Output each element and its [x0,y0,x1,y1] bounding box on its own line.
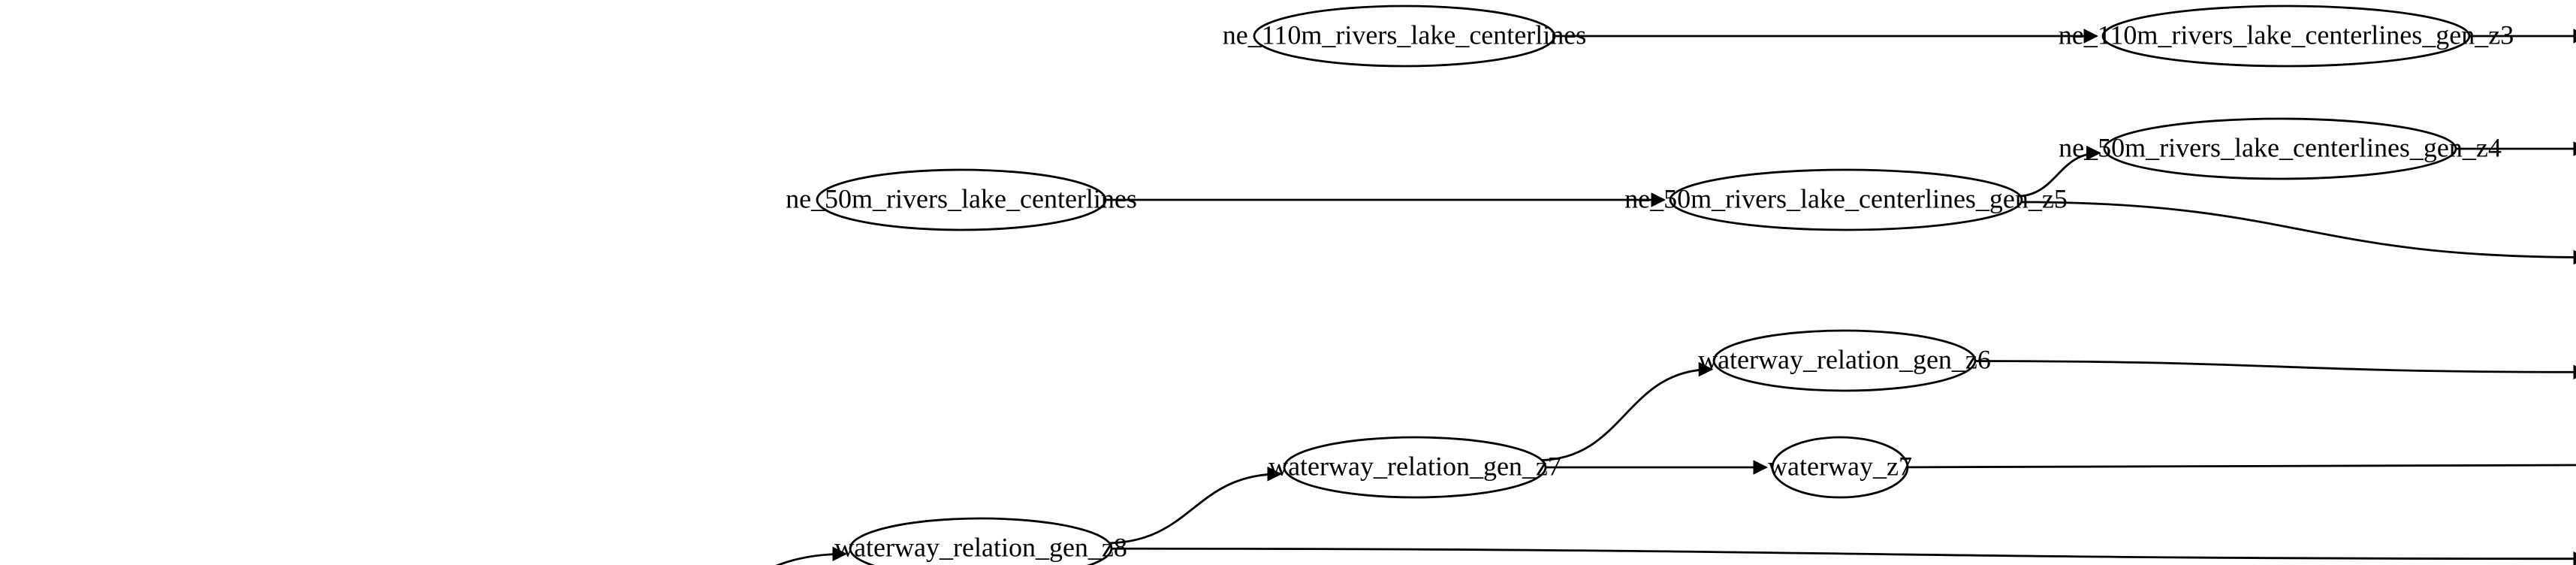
graph-node-waterway_relation_gen_z6[interactable]: waterway_relation_gen_z6 [1698,329,1991,392]
graph-node-ne_50m_rivers_lake_centerlines[interactable]: ne_50m_rivers_lake_centerlines [786,168,1137,231]
graph-node-waterway_z7[interactable]: waterway_z7 [1768,436,1912,499]
node-ellipse [816,168,1107,231]
graph-node-ne_50m_rivers_lake_centerlines_gen_z5[interactable]: ne_50m_rivers_lake_centerlines_gen_z5 [1624,168,2068,231]
node-ellipse [1771,436,1909,499]
node-ellipse [1253,5,1556,68]
graph-edge [2015,145,2101,198]
graph-edge [1105,467,1283,545]
node-label: waterway_relation_gen_z7 [1268,451,1561,481]
graph-edge [1537,361,1714,462]
graph-node-ne_50m_rivers_lake_centerlines_gen_z4[interactable]: ne_50m_rivers_lake_centerlines_gen_z4 [2059,117,2502,180]
node-label: waterway_relation_gen_z6 [1698,344,1991,374]
node-ellipse [2103,117,2457,180]
node-label: ne_110m_rivers_lake_centerlines_gen_z3 [2059,20,2514,50]
graph-edge [775,546,848,565]
node-ellipse [1712,329,1977,392]
graph-node-ne_110m_rivers_lake_centerlines[interactable]: ne_110m_rivers_lake_centerlines [1223,5,1587,68]
node-label: ne_50m_rivers_lake_centerlines_gen_z5 [1624,183,2068,213]
node-ellipse [2101,5,2471,68]
graph-node-waterway_relation_gen_z7[interactable]: waterway_relation_gen_z7 [1268,436,1561,499]
graph-node-waterway_relation_gen_z8[interactable]: waterway_relation_gen_z8 [834,517,1127,565]
graph-edge [1107,547,2576,565]
nodes-layer: imposm3osm_waterway_relationosm_waterway… [786,5,2514,565]
graph-edge [1905,465,2576,469]
node-label: ne_110m_rivers_lake_centerlines [1223,20,1587,50]
graph-edge [1971,360,2576,380]
node-label: ne_50m_rivers_lake_centerlines [786,183,1137,213]
node-ellipse [1283,436,1547,499]
graph-edge [2016,201,2576,265]
graph-node-ne_110m_rivers_lake_centerlines_gen_z3[interactable]: ne_110m_rivers_lake_centerlines_gen_z3 [2059,5,2514,68]
node-label: waterway_z7 [1768,451,1912,481]
node-ellipse [1669,168,2023,231]
node-ellipse [849,517,1113,565]
node-label: waterway_relation_gen_z8 [834,532,1127,562]
node-label: ne_50m_rivers_lake_centerlines_gen_z4 [2059,132,2502,162]
edges-layer [775,29,2576,565]
